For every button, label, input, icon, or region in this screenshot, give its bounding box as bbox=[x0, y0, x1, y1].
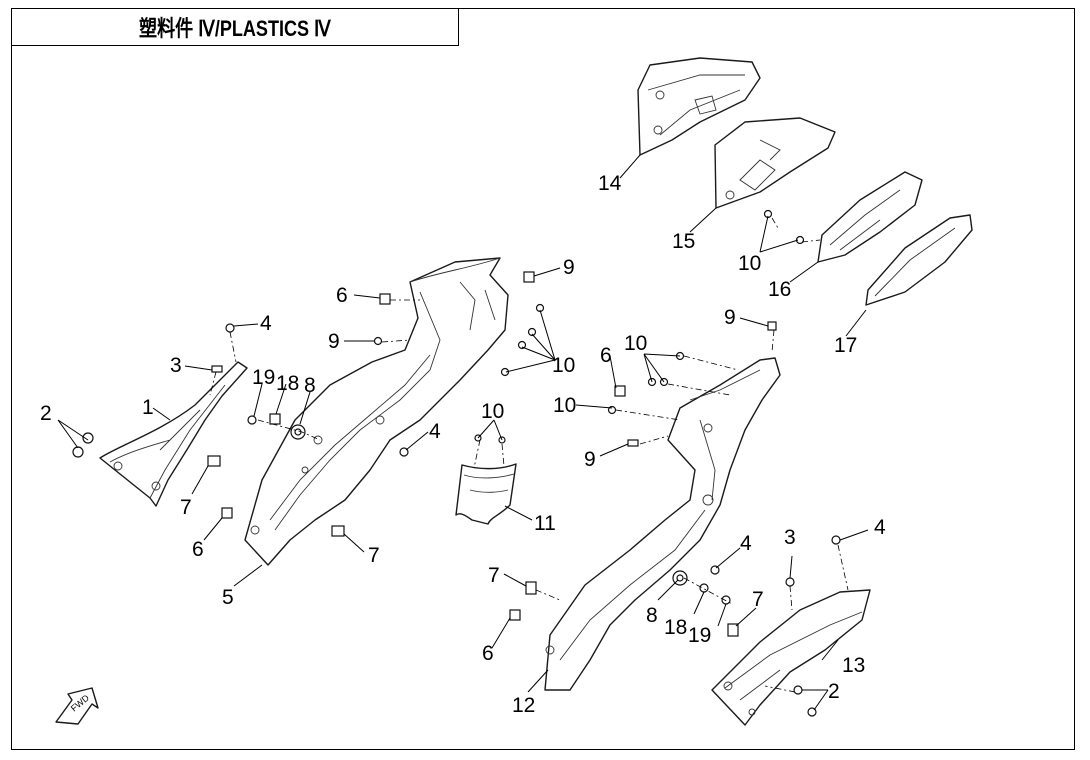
callout-9: 9 bbox=[328, 330, 340, 353]
fasteners bbox=[72, 209, 841, 717]
drawing-frame bbox=[11, 8, 1075, 750]
callout-9: 9 bbox=[724, 306, 736, 329]
callout-17: 17 bbox=[834, 334, 857, 357]
callout-10: 10 bbox=[553, 394, 576, 417]
part-1-left-side-panel bbox=[99, 361, 248, 507]
assembly-axis-lines bbox=[209, 217, 849, 693]
callout-14: 14 bbox=[598, 172, 622, 195]
fwd-direction-badge: FWD bbox=[55, 687, 99, 725]
callout-10: 10 bbox=[552, 354, 575, 377]
callout-3: 3 bbox=[784, 526, 796, 549]
callout-1: 1 bbox=[142, 396, 154, 419]
callout-5: 5 bbox=[222, 586, 234, 609]
part-16-bracket bbox=[817, 171, 923, 263]
part-14-upper-cover bbox=[637, 57, 761, 156]
callout-7: 7 bbox=[752, 588, 764, 611]
callout-8: 8 bbox=[646, 604, 658, 627]
callout-12: 12 bbox=[512, 694, 535, 717]
part-11-center-panel bbox=[455, 463, 517, 525]
part-5-left-main-cover bbox=[244, 257, 509, 566]
part-15-cover bbox=[714, 117, 836, 209]
callout-4: 4 bbox=[260, 312, 272, 335]
callout-3: 3 bbox=[170, 354, 182, 377]
callout-9: 9 bbox=[563, 256, 575, 279]
callout-6: 6 bbox=[600, 344, 612, 367]
callout-18: 18 bbox=[276, 372, 299, 395]
callout-2: 2 bbox=[828, 680, 840, 703]
part-13-right-rear-panel bbox=[711, 589, 871, 726]
callout-numbers: 1 2 3 4 19 18 8 7 6 5 7 6 9 9 10 4 10 11… bbox=[40, 172, 886, 717]
callout-2: 2 bbox=[40, 402, 52, 425]
part-17-reflector bbox=[865, 214, 973, 306]
callout-6: 6 bbox=[192, 538, 204, 561]
leader-lines bbox=[57, 154, 869, 711]
callout-10: 10 bbox=[481, 400, 504, 423]
page-title: 塑料件 Ⅳ/PLASTICS Ⅳ bbox=[138, 15, 331, 41]
callout-6: 6 bbox=[482, 642, 494, 665]
callout-10: 10 bbox=[738, 252, 761, 275]
callout-7: 7 bbox=[180, 496, 192, 519]
callout-9: 9 bbox=[584, 448, 596, 471]
callout-10: 10 bbox=[624, 332, 647, 355]
callout-8: 8 bbox=[304, 374, 316, 397]
callout-16: 16 bbox=[768, 278, 791, 301]
callout-18: 18 bbox=[664, 616, 687, 639]
callout-4: 4 bbox=[429, 420, 441, 443]
callout-15: 15 bbox=[672, 230, 695, 253]
callout-19: 19 bbox=[252, 366, 275, 389]
part-12-right-main-cover bbox=[544, 357, 781, 691]
callout-7: 7 bbox=[488, 564, 500, 587]
callout-4: 4 bbox=[874, 516, 886, 539]
title-block: 塑料件 Ⅳ/PLASTICS Ⅳ bbox=[11, 8, 459, 46]
callout-6: 6 bbox=[336, 284, 348, 307]
callout-4: 4 bbox=[740, 532, 752, 555]
callout-11: 11 bbox=[534, 512, 556, 535]
callout-19: 19 bbox=[688, 624, 711, 647]
callout-13: 13 bbox=[842, 654, 865, 677]
callout-7: 7 bbox=[368, 544, 380, 567]
